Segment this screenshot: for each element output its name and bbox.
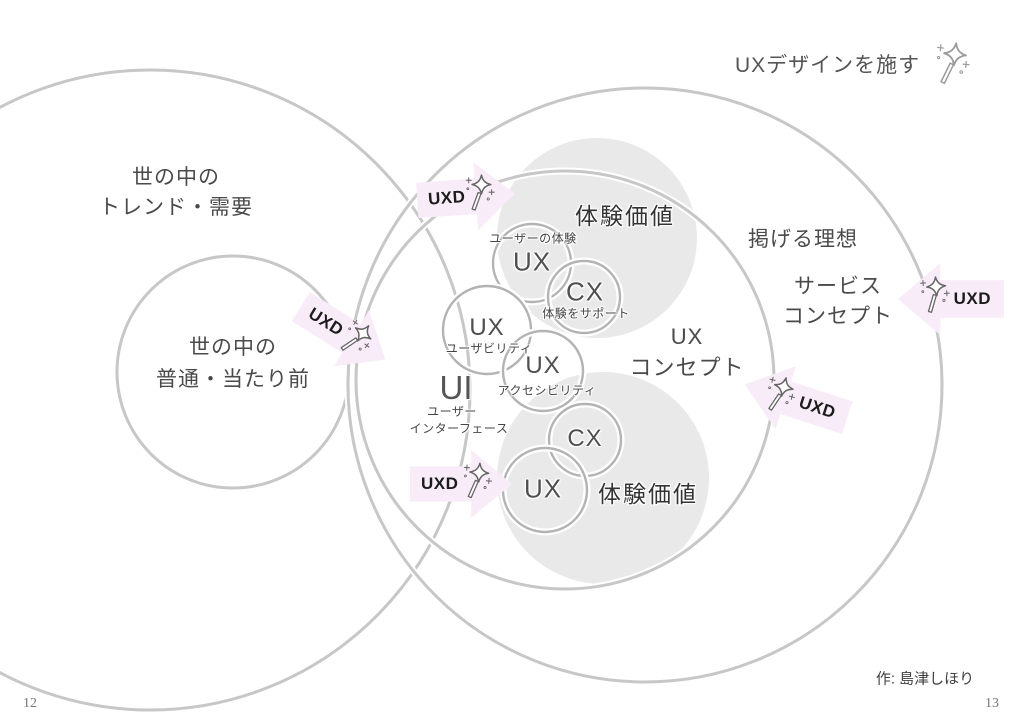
- ui-caption-line2: インターフェース: [409, 421, 509, 436]
- magic-wand-icon: [928, 38, 977, 90]
- ux-accessibility-caption: アクセシビリティ: [497, 383, 597, 398]
- cx-bottom-label: CX: [567, 425, 603, 452]
- world-trend-line1: 世の中の: [132, 166, 220, 189]
- author-credit: 作: 島津しほり: [875, 670, 975, 688]
- world-trend-line2: トレンド・需要: [99, 196, 253, 219]
- world-trend-circle: [0, 68, 472, 712]
- uxd-arrow-label: UXD: [427, 187, 467, 209]
- ux-user-experience-label: UX: [512, 246, 552, 277]
- uxd-arrow-right-middle: UXD: [734, 353, 857, 449]
- cx-support-label: CX: [565, 276, 605, 307]
- ux-usability-label: UX: [469, 314, 505, 341]
- world-normal-line2: 普通・当たり前: [156, 368, 310, 391]
- uxd-arrow-top: UXD: [415, 160, 518, 235]
- service-concept-line1: サービス: [794, 275, 882, 298]
- page-number-right: 13: [985, 696, 999, 711]
- magic-wand-icon: [331, 312, 383, 366]
- uxd-arrow-label: UXD: [421, 474, 459, 493]
- page-title: UXデザインを施す: [735, 54, 921, 77]
- page-number-left: 12: [23, 696, 37, 711]
- magic-wand-icon: [463, 172, 497, 214]
- world-normal-label: 世の中の普通・当たり前: [156, 332, 310, 396]
- ideal-label: 掲げる理想: [748, 228, 858, 251]
- slide-title-row: UXデザインを施す: [735, 40, 974, 88]
- magic-wand-icon: [459, 459, 496, 503]
- ux-usability-caption: ユーザビリティ: [445, 341, 533, 356]
- ux-bottom-label: UX: [523, 473, 563, 504]
- uxd-arrow-bottom-left: UXD: [410, 450, 512, 518]
- ux-concept-line2: コンセプト: [629, 355, 745, 380]
- cx-support-caption: 体験をサポート: [542, 306, 630, 321]
- cx-support-circle: [546, 259, 622, 335]
- ux-accessibility-label: UX: [525, 352, 561, 379]
- experience-value-top-label: 体験価値: [575, 203, 675, 229]
- ux-accessibility-circle: [501, 329, 585, 413]
- ui-label: UI: [439, 369, 473, 406]
- ui-caption-line1: ユーザー: [427, 404, 477, 419]
- ux-user-experience-caption: ユーザーの体験: [489, 231, 577, 246]
- ux-concept-label: UX コンセプト: [629, 321, 744, 383]
- world-normal-line1: 世の中の: [189, 336, 277, 359]
- experience-value-bottom-label: 体験価値: [598, 481, 698, 507]
- magic-wand-icon: [759, 370, 802, 419]
- uxd-arrow-label: UXD: [953, 289, 991, 308]
- uxd-arrow-right-edge: UXD: [898, 263, 1004, 335]
- ux-concept-line1: UX: [670, 324, 704, 349]
- world-trend-label: 世の中のトレンド・需要: [99, 163, 253, 223]
- magic-wand-icon: [917, 273, 954, 317]
- ideal-circle: [346, 86, 944, 684]
- uxd-arrow-left: UXD: [283, 279, 403, 388]
- service-concept-line2: コンセプト: [783, 305, 893, 328]
- service-concept-label: サービスコンセプト: [783, 272, 893, 332]
